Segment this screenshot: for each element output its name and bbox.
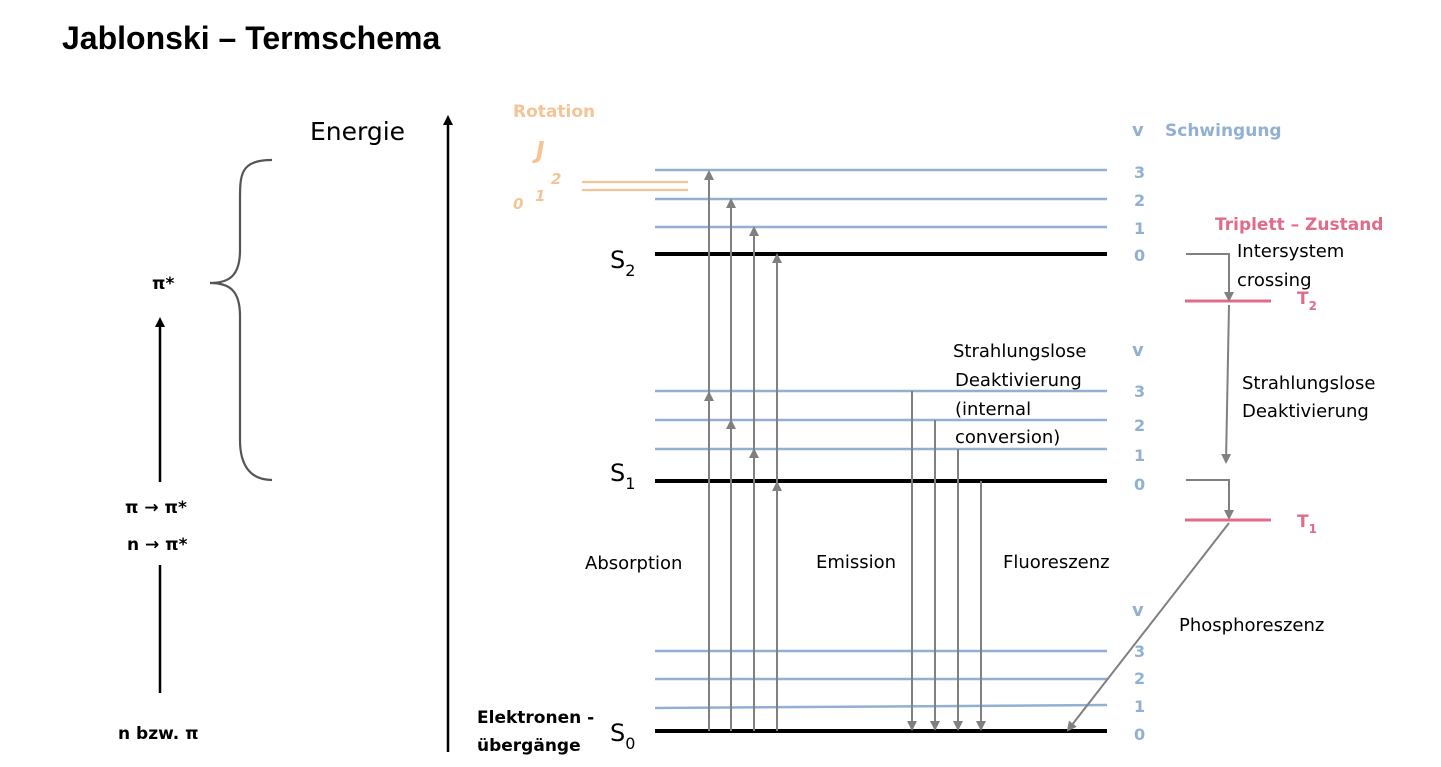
phosphorescence-label: Phosphoreszenz xyxy=(1179,615,1324,636)
vibration-label: Schwingung xyxy=(1165,121,1282,141)
internal-conversion-label-4: conversion) xyxy=(955,427,1060,448)
s2-vib-num-1: 1 xyxy=(1134,219,1145,238)
s0-label: S0 xyxy=(610,719,635,753)
emission-arrows xyxy=(907,391,986,731)
s0-vib-1 xyxy=(654,703,1108,710)
isc-arrows xyxy=(1066,253,1234,732)
s1-label: S1 xyxy=(610,459,635,493)
triplet-deactivation-label-2: Deaktivierung xyxy=(1242,401,1369,422)
s2-vib-num-2: 2 xyxy=(1134,191,1145,210)
s0-vib-num-3: 3 xyxy=(1134,642,1145,661)
page-title: Jablonski – Termschema xyxy=(62,20,441,56)
s2-label: S2 xyxy=(610,246,635,280)
s1-vib-num-1: 1 xyxy=(1134,446,1145,465)
rotation-level-2: 2 xyxy=(551,170,561,188)
s0-vib-num-0: 0 xyxy=(1134,725,1145,744)
rotation-level-0: 0 xyxy=(513,195,523,213)
fluorescence-label: Fluoreszenz xyxy=(1003,552,1110,573)
phosphorescence-arrow xyxy=(1066,522,1230,732)
electronic-transitions-label-1: Elektronen - xyxy=(477,708,594,728)
s0-vib-symbol: v xyxy=(1132,600,1144,621)
curly-brace xyxy=(209,158,273,482)
s1-vib-num-0: 0 xyxy=(1134,475,1145,494)
ground-orbital-label: n bzw. π xyxy=(118,724,199,744)
rotation-symbol: J xyxy=(532,138,545,164)
isc-label-1: Intersystem xyxy=(1237,241,1344,262)
s1-vib-num-3: 3 xyxy=(1134,382,1145,401)
vibration-symbol: v xyxy=(1132,120,1144,141)
isc-arrow-s2-t2 xyxy=(1186,253,1234,302)
s2-vib-num-0: 0 xyxy=(1134,246,1145,265)
s0-vib-num-2: 2 xyxy=(1134,669,1145,688)
transition-n-pistar: n → π* xyxy=(127,535,188,555)
triplet-deactivation-label-1: Strahlungslose xyxy=(1242,373,1375,394)
emission-label: Emission xyxy=(816,552,896,573)
energy-axis-label: Energie xyxy=(310,117,405,146)
t2-label: T2 xyxy=(1297,289,1317,313)
electronic-transitions-label-2: übergänge xyxy=(477,736,581,756)
pi-star-label: π* xyxy=(152,274,174,294)
t2-t1-deactivation-arrow xyxy=(1221,304,1232,464)
internal-conversion-label-2: Deaktivierung xyxy=(955,370,1082,391)
internal-conversion-label-3: (internal xyxy=(955,399,1031,420)
rotation-label: Rotation xyxy=(513,102,595,122)
rotation-level-1: 1 xyxy=(535,187,545,205)
internal-conversion-label-1: Strahlungslose xyxy=(953,341,1086,362)
isc-arrow-s1-t1 xyxy=(1186,479,1234,520)
absorption-arrows xyxy=(704,170,782,731)
s1-vib-symbol: v xyxy=(1132,340,1144,361)
absorption-label: Absorption xyxy=(585,553,682,574)
s2-vib-num-3: 3 xyxy=(1134,163,1145,182)
transition-pi-pistar: π → π* xyxy=(125,498,187,518)
t1-label: T1 xyxy=(1297,512,1317,536)
triplet-label: Triplett – Zustand xyxy=(1215,215,1383,235)
s0-vib-num-1: 1 xyxy=(1134,697,1145,716)
s1-vib-num-2: 2 xyxy=(1134,416,1145,435)
isc-label-2: crossing xyxy=(1237,270,1312,291)
